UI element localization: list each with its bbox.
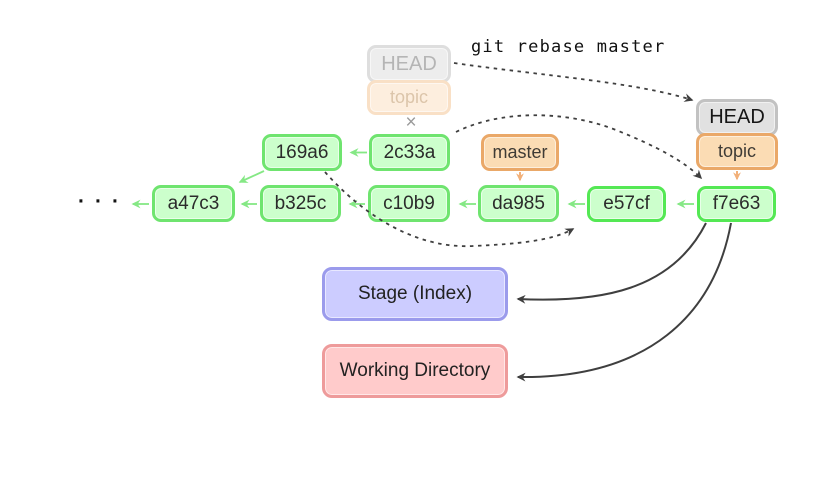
commit-e57cf-highlighted: e57cf [587,186,666,222]
working-directory-box: Working Directory [322,344,508,398]
dashed-arrow-head-moves-to-new-head [453,62,694,102]
head-box: HEAD [696,99,778,136]
ghost-head-box: HEAD [367,45,451,83]
head-label: HEAD [709,106,765,128]
commit-c10b9: c10b9 [368,185,450,222]
stage-index-label: Stage (Index) [357,283,473,304]
commit-label: 169a6 [275,141,329,163]
commit-169a6: 169a6 [262,134,342,171]
topic-branch-box: topic [696,133,778,170]
commit-label: b325c [274,192,327,214]
arrow-169a6-to-a47c3 [238,170,265,183]
commit-f7e63-highlighted: f7e63 [697,186,776,222]
working-directory-label: Working Directory [339,360,491,381]
ghost-head-label: HEAD [381,52,437,75]
commit-2c33a: 2c33a [369,134,450,171]
arrow-f7e63-to-working-directory [516,222,732,382]
commit-label: da985 [492,192,545,214]
commit-label: 2c33a [383,141,436,163]
ghost-topic-box: topic [367,80,451,115]
master-branch-label: master [492,142,548,162]
commit-label: a47c3 [167,192,220,214]
topic-branch-label: topic [717,141,757,161]
stage-index-box: Stage (Index) [322,267,508,321]
arrow-f7e63-to-stage [516,222,707,304]
commit-label: c10b9 [383,192,435,214]
commit-label: f7e63 [712,193,761,214]
history-ellipsis: ··· [78,190,129,213]
master-branch-box: master [481,134,559,171]
commit-da985: da985 [478,185,559,222]
commit-b325c: b325c [260,185,341,222]
commit-label: e57cf [603,193,650,214]
detached-link-x-mark: × [405,112,417,133]
commit-a47c3: a47c3 [152,185,235,222]
rebase-command-annotation: git rebase master [471,37,666,57]
ghost-topic-label: topic [389,87,429,107]
